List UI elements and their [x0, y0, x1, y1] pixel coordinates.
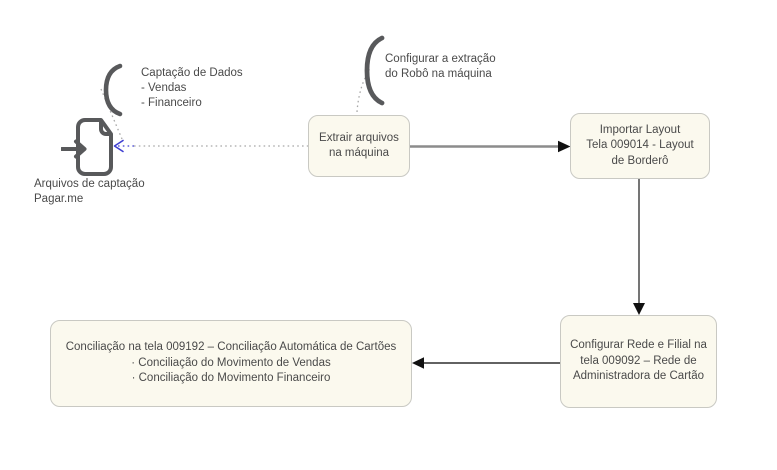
node-configurar-rede-filial: Configurar Rede e Filial na tela 009092 …	[560, 315, 717, 408]
document-fold-corner	[99, 120, 111, 136]
document-outline	[76, 118, 113, 176]
arrowhead-rede-conciliacao	[412, 357, 424, 369]
curly-bracket-icon	[364, 35, 385, 106]
node-conciliacao: Conciliação na tela 009192 – Conciliação…	[50, 320, 412, 407]
curly-bracket-icon	[103, 63, 123, 117]
file-import-icon	[60, 116, 117, 178]
label-arquivos-de-captacao: Arquivos de captação Pagar.me	[34, 178, 145, 206]
node-importar-layout: Importar Layout Tela 009014 - Layout de …	[570, 113, 710, 179]
node-rede-label: Configurar Rede e Filial na tela 009092 …	[570, 339, 707, 383]
node-extrair-label: Extrair arquivos na máquina	[319, 131, 399, 159]
arrowhead-importar-rede	[633, 303, 645, 315]
blue-chevron-arrowhead-icon	[113, 139, 124, 153]
node-conciliacao-label: Conciliação na tela 009192 – Conciliação…	[65, 341, 397, 385]
node-importar-label: Importar Layout Tela 009014 - Layout de …	[586, 123, 694, 167]
annotation-captacao-de-dados: Captação de Dados - Vendas - Financeiro	[141, 67, 243, 110]
node-extrair-arquivos: Extrair arquivos na máquina	[308, 115, 410, 177]
arrow-in-head	[74, 139, 87, 159]
arrowhead-extrair-importar	[558, 140, 571, 153]
annotation-configurar-extracao-robo: Configurar a extração do Robô na máquina	[385, 53, 496, 81]
